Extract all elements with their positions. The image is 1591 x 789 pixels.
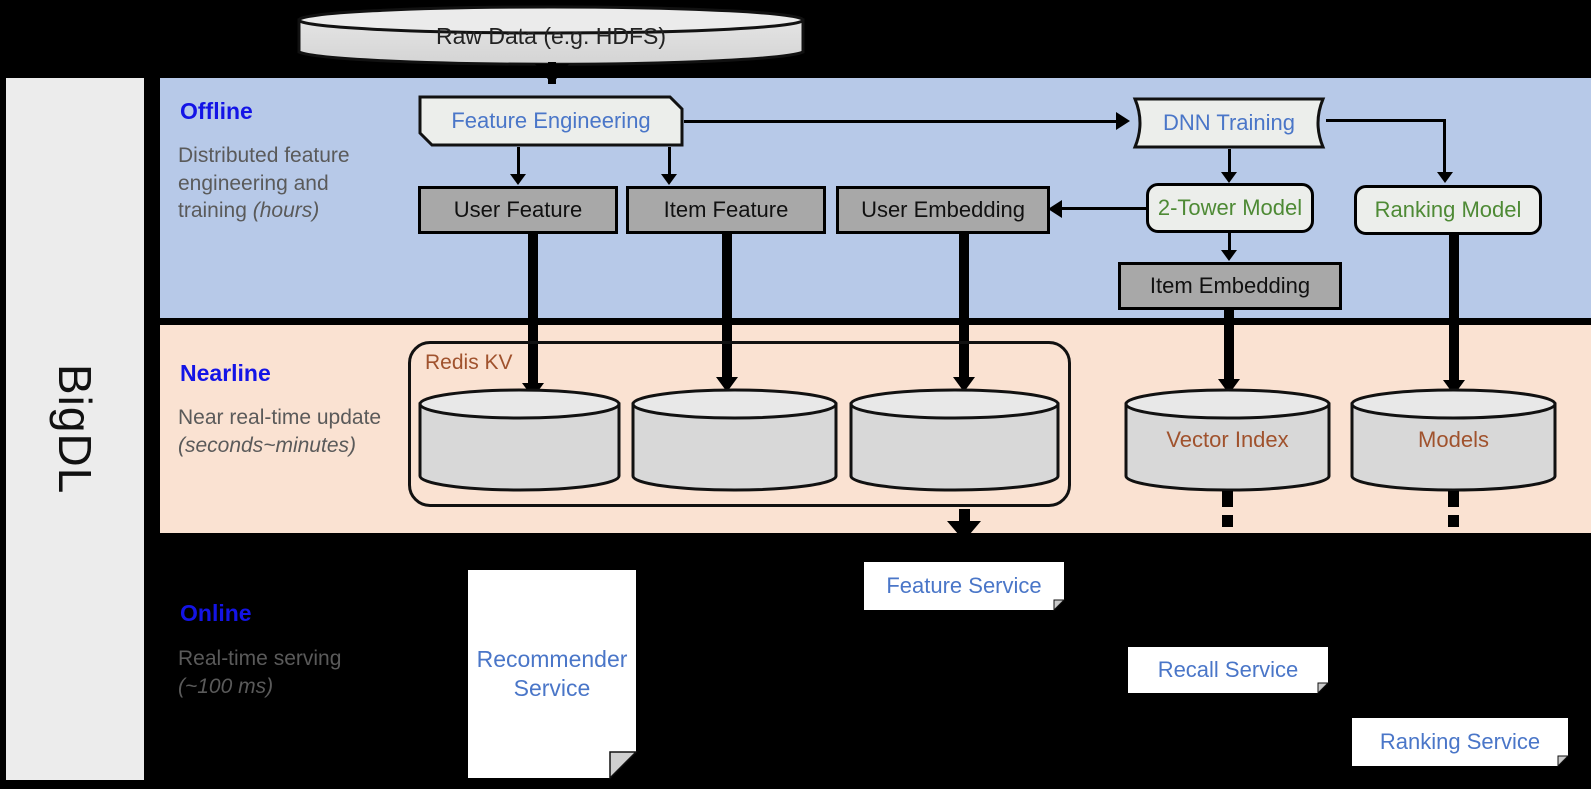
raw-data-cylinder: Raw Data (e.g. HDFS) bbox=[297, 5, 805, 67]
vector-index-cylinder[interactable]: Vector Index bbox=[1124, 388, 1331, 492]
arrow-twotower-userembedding-head bbox=[1048, 200, 1062, 218]
arrow-fe-itemfeature-line bbox=[668, 147, 671, 175]
recommender-service-label: Recommender Service bbox=[476, 646, 628, 701]
redis-kv-container bbox=[408, 341, 1071, 507]
arrow-redis-featureservice-head bbox=[947, 521, 981, 541]
store-cylinder-user-embedding-label bbox=[849, 388, 1060, 492]
arrow-models-ranking-seg1 bbox=[1448, 491, 1459, 507]
store-cylinder-user-feature[interactable] bbox=[418, 388, 621, 492]
feature-engineering-label: Feature Engineering bbox=[451, 108, 651, 133]
ranking-model-label: Ranking Model bbox=[1374, 197, 1522, 222]
stage-title-online: Online bbox=[180, 600, 252, 626]
dnn-training-label: DNN Training bbox=[1162, 110, 1296, 135]
recall-service-label: Recall Service bbox=[1157, 657, 1299, 683]
feature-service-box[interactable]: Feature Service bbox=[864, 562, 1066, 612]
two-tower-model-label: 2-Tower Model bbox=[1157, 195, 1303, 220]
stage-subtitle-offline: Distributed feature engineering and trai… bbox=[178, 144, 350, 223]
stage-subtitle-online: Real-time serving (~100 ms) bbox=[178, 647, 342, 698]
user-embedding-box[interactable]: User Embedding bbox=[836, 186, 1050, 234]
vector-index-label: Vector Index bbox=[1166, 427, 1289, 452]
arrow-dnn-ranking-head bbox=[1437, 172, 1453, 183]
arrow-rankingmodel-models-line bbox=[1449, 235, 1459, 383]
arrow-dnn-ranking-v bbox=[1443, 119, 1446, 173]
arrow-fe-dnn-line bbox=[684, 120, 1116, 123]
feature-engineering-box[interactable]: Feature Engineering bbox=[418, 95, 684, 147]
user-feature-box[interactable]: User Feature bbox=[418, 186, 618, 234]
bigdl-label: BigDL bbox=[6, 78, 144, 780]
recommender-service-box[interactable]: Recommender Service bbox=[468, 570, 638, 780]
item-feature-label: Item Feature bbox=[663, 197, 789, 222]
raw-data-label: Raw Data (e.g. HDFS) bbox=[435, 22, 667, 49]
ranking-service-label: Ranking Service bbox=[1379, 729, 1541, 755]
arrow-itemembedding-vectorindex-line bbox=[1224, 310, 1234, 382]
arrow-dnn-ranking-h bbox=[1326, 119, 1446, 122]
store-cylinder-item-feature[interactable] bbox=[631, 388, 838, 492]
ranking-model-box[interactable]: Ranking Model bbox=[1354, 185, 1542, 235]
item-embedding-label: Item Embedding bbox=[1149, 273, 1311, 298]
feature-service-label: Feature Service bbox=[886, 573, 1042, 599]
arrow-twotower-userembedding-line bbox=[1061, 207, 1147, 210]
store-cylinder-user-embedding[interactable] bbox=[849, 388, 1060, 492]
arrow-vectorindex-recall-seg1 bbox=[1222, 491, 1233, 507]
store-cylinder-item-feature-label bbox=[631, 388, 838, 492]
stage-title-offline: Offline bbox=[180, 98, 253, 124]
item-embedding-box[interactable]: Item Embedding bbox=[1118, 262, 1342, 310]
arrow-twotower-itemembedding-line bbox=[1228, 233, 1231, 251]
stage-subtitle-nearline: Near real-time update (seconds~minutes) bbox=[178, 406, 382, 457]
arrow-vectorindex-recall-seg2 bbox=[1222, 515, 1233, 527]
arrow-userembedding-store-head bbox=[953, 377, 975, 392]
arrow-itemfeature-store-head bbox=[716, 377, 738, 392]
arrow-itemfeature-store-line bbox=[722, 234, 732, 380]
user-embedding-label: User Embedding bbox=[861, 197, 1025, 222]
ranking-service-box[interactable]: Ranking Service bbox=[1352, 718, 1570, 768]
two-tower-model-box[interactable]: 2-Tower Model bbox=[1146, 183, 1314, 233]
arrow-fe-userfeature-head bbox=[510, 174, 526, 185]
stage-title-nearline: Nearline bbox=[180, 360, 271, 386]
arrow-redis-featureservice-seg bbox=[959, 509, 970, 521]
store-cylinder-user-feature-label bbox=[418, 388, 621, 492]
arrow-userfeature-store-line bbox=[528, 234, 538, 386]
item-feature-box[interactable]: Item Feature bbox=[626, 186, 826, 234]
models-label: Models bbox=[1418, 427, 1489, 452]
recall-service-box[interactable]: Recall Service bbox=[1128, 647, 1330, 695]
bigdl-sidebar: BigDL bbox=[6, 78, 144, 780]
arrow-userembedding-store-line bbox=[959, 234, 969, 380]
arrow-rawdata-fe-head bbox=[535, 64, 569, 84]
arrow-twotower-itemembedding-head bbox=[1221, 250, 1237, 261]
dnn-training-box[interactable]: DNN Training bbox=[1132, 97, 1326, 149]
bigdl-text: BigDL bbox=[49, 363, 101, 495]
user-feature-label: User Feature bbox=[453, 197, 583, 222]
arrow-fe-itemfeature-head bbox=[661, 174, 677, 185]
arrow-fe-userfeature-line bbox=[517, 147, 520, 175]
models-cylinder[interactable]: Models bbox=[1350, 388, 1557, 492]
arrow-dnn-twotower-line bbox=[1228, 149, 1231, 173]
arrow-dnn-twotower-head bbox=[1221, 172, 1237, 183]
redis-kv-label: Redis KV bbox=[425, 351, 513, 374]
arrow-fe-dnn-head bbox=[1116, 112, 1130, 130]
arrow-models-ranking-seg2 bbox=[1448, 515, 1459, 527]
